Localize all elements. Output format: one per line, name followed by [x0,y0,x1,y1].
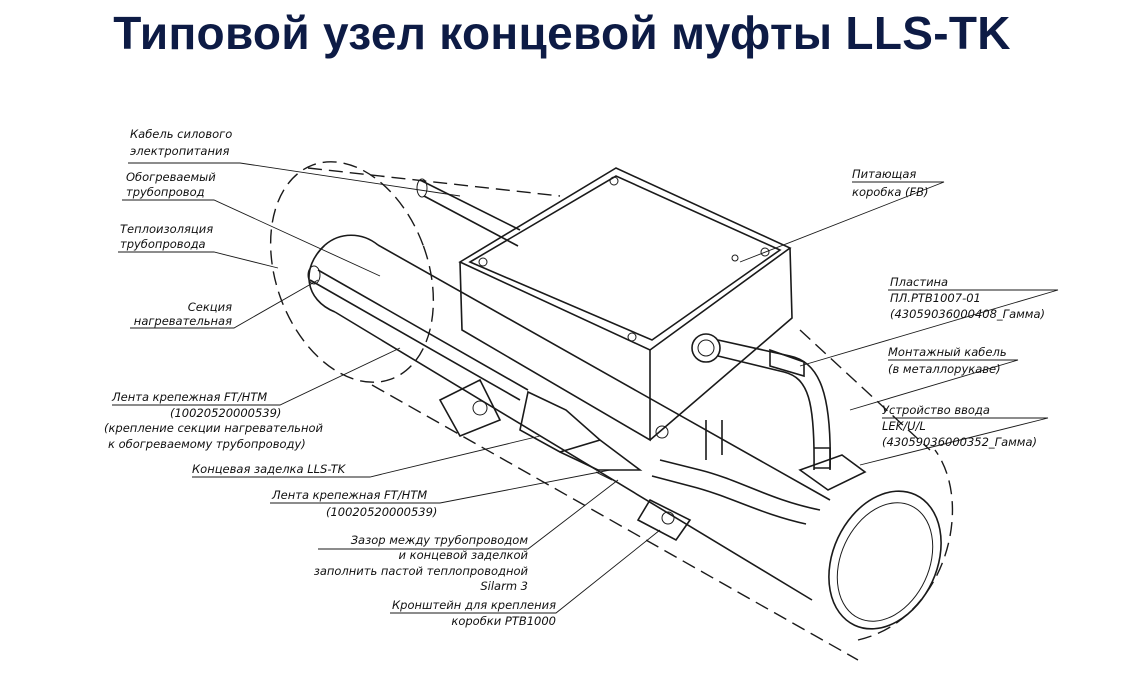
power-box [458,167,793,442]
svg-text:(в металлорукаве): (в металлорукаве) [888,362,1001,376]
svg-text:Лента крепежная FT/HTM: Лента крепежная FT/HTM [271,488,427,502]
svg-text:Монтажный кабель: Монтажный кабель [888,345,1007,359]
svg-text:Пластина: Пластина [890,275,948,289]
svg-text:Теплоизоляция: Теплоизоляция [120,222,213,236]
svg-text:нагревательная: нагревательная [134,314,232,328]
svg-text:Устройство ввода: Устройство ввода [882,403,990,417]
label-heated-pipe: Обогреваемый трубопровод [126,170,216,199]
svg-text:Питающая: Питающая [852,167,916,181]
svg-text:(10020520000539): (10020520000539) [326,505,437,519]
label-end-seal: Концевая заделка LLS-TK [192,462,347,476]
svg-text:Кронштейн для крепления: Кронштейн для крепления [392,598,556,612]
svg-text:трубопровод: трубопровод [126,185,205,199]
svg-text:и концевой заделкой: и концевой заделкой [399,548,529,562]
heating-section [307,265,529,401]
insulation-bottom-edge [371,384,859,661]
svg-text:(крепление секции нагревательн: (крепление секции нагревательной [104,421,324,435]
svg-text:Silarm 3: Silarm 3 [480,579,528,593]
insulation-left-end [269,161,435,383]
svg-text:Обогреваемый: Обогреваемый [126,170,216,184]
label-plate: Пластина ПЛ.PTB1007-01 (43059036000408_Г… [890,275,1045,321]
label-entry-device: Устройство ввода LEK/U/L (43059036000352… [882,403,1037,449]
entry-device [798,447,867,491]
label-band-1: Лента крепежная FT/HTM (10020520000539) … [104,390,324,451]
label-power-box: Питающая коробка (FB) [852,167,929,199]
svg-text:коробка (FB): коробка (FB) [852,185,929,199]
svg-text:Лента крепежная FT/HTM: Лента крепежная FT/HTM [111,390,267,404]
svg-text:коробки PTB1000: коробки PTB1000 [451,614,556,628]
svg-text:(43059036000408_Гамма): (43059036000408_Гамма) [890,307,1045,321]
svg-text:заполнить пастой теплопроводно: заполнить пастой теплопроводной [314,564,529,578]
svg-text:ПЛ.PTB1007-01: ПЛ.PTB1007-01 [890,291,981,305]
svg-text:Концевая заделка LLS-TK: Концевая заделка LLS-TK [192,462,347,476]
label-mount-cable: Монтажный кабель (в металлорукаве) [888,345,1007,376]
band-clamp-2 [636,498,692,542]
svg-text:к обогреваемому трубопроводу): к обогреваемому трубопроводу) [108,437,306,451]
pipe [308,234,942,630]
svg-text:Секция: Секция [188,300,232,314]
power-cable [416,178,521,247]
label-insulation: Теплоизоляция трубопровода [120,222,213,251]
label-bracket: Кронштейн для крепления коробки PTB1000 [392,598,556,628]
insulation-top-edge-right [799,329,931,451]
leader-lines [112,162,1059,614]
svg-text:Зазор между трубопроводом: Зазор между трубопроводом [351,533,529,547]
svg-text:(43059036000352_Гамма): (43059036000352_Гамма) [882,435,1037,449]
label-power-cable: Кабель силового электропитания [130,127,232,158]
label-band-2: Лента крепежная FT/HTM (10020520000539) [271,488,437,519]
page-title: Типовой узел концевой муфты LLS-TK [113,7,1011,59]
band-clamp-1 [438,378,502,438]
label-gap: Зазор между трубопроводом и концевой зад… [314,533,529,593]
mount-cable [651,333,832,525]
support-posts [705,348,805,460]
insulation-top-edge [307,167,561,197]
svg-text:(10020520000539): (10020520000539) [170,406,281,420]
svg-text:LEK/U/L: LEK/U/L [882,419,926,433]
svg-text:Кабель силового: Кабель силового [130,127,232,141]
svg-text:электропитания: электропитания [130,144,229,158]
svg-text:трубопровода: трубопровода [120,237,206,251]
label-heating-section: Секция нагревательная [134,300,232,328]
insulation-right-end [857,449,954,641]
end-seal [519,390,669,481]
